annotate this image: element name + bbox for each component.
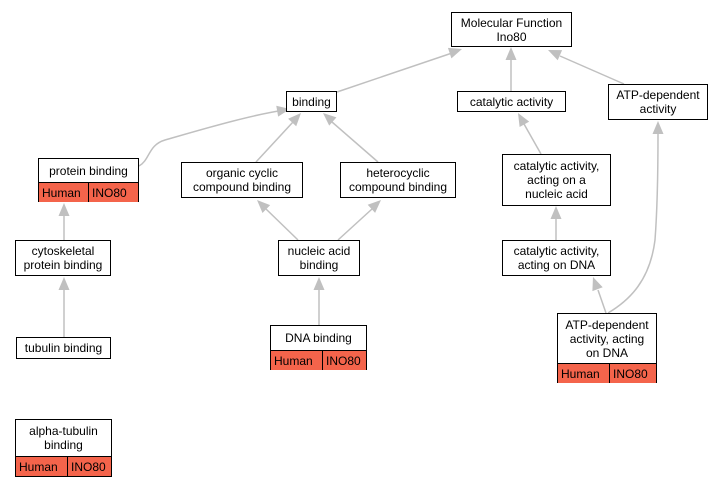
edge-atpdna-to-atpdep <box>607 133 659 314</box>
gene-cell[interactable]: INO80 <box>609 364 656 383</box>
node-catalytic-activity-dna[interactable]: catalytic activity, acting on DNA <box>502 240 611 276</box>
node-label: catalytic activity, acting on DNA <box>513 244 600 272</box>
annotation-row: Human INO80 <box>16 456 111 476</box>
node-label: heterocyclic compound binding <box>348 166 448 194</box>
node-label: catalytic activity <box>469 94 554 109</box>
edge-hetero-to-binding <box>331 121 379 163</box>
node-label: Molecular Function Ino80 <box>460 15 563 44</box>
node-dna-binding[interactable]: DNA binding Human INO80 <box>270 325 367 370</box>
node-label: catalytic activity, acting on a nucleic … <box>513 159 600 201</box>
gene-cell[interactable]: INO80 <box>88 183 138 202</box>
edge-tubulin-to-cyto-arrowhead <box>58 277 70 290</box>
node-label: alpha-tubulin binding <box>29 424 98 452</box>
node-binding[interactable]: binding <box>286 91 337 112</box>
node-heterocyclic-compound-binding[interactable]: heterocyclic compound binding <box>340 162 456 198</box>
edge-nucleic-to-organic-arrowhead <box>257 200 271 213</box>
node-label: cytoskeletal protein binding <box>23 244 103 272</box>
edge-atpdep-to-mf <box>559 55 625 85</box>
edge-nucleic-to-hetero <box>337 208 373 241</box>
node-label: DNA binding <box>285 331 352 345</box>
edge-cyto-to-protein-arrowhead <box>58 203 70 216</box>
node-label: binding <box>292 94 331 109</box>
species-cell[interactable]: Human <box>39 183 88 202</box>
annotation-row: Human INO80 <box>271 350 366 370</box>
node-molecular-function[interactable]: Molecular Function Ino80 <box>451 12 572 47</box>
species-cell[interactable]: Human <box>558 364 609 383</box>
node-label: ATP-dependent activity, acting on DNA <box>565 317 649 360</box>
node-label: nucleic acid binding <box>287 244 351 272</box>
node-catalytic-activity-nucleic-acid[interactable]: catalytic activity, acting on a nucleic … <box>502 154 611 206</box>
species-cell[interactable]: Human <box>271 351 322 370</box>
node-atp-dependent-activity-dna[interactable]: ATP-dependent activity, acting on DNA Hu… <box>557 313 657 383</box>
node-nucleic-acid-binding[interactable]: nucleic acid binding <box>278 240 360 276</box>
edge-atpdna-to-catdna-arrowhead <box>592 277 603 292</box>
edge-organic-to-binding <box>255 121 294 163</box>
edge-atpdna-to-atpdep-arrowhead <box>652 121 664 134</box>
edge-protein-to-binding <box>138 109 286 167</box>
species-cell[interactable]: Human <box>16 457 67 476</box>
edge-organic-to-binding-arrowhead <box>288 113 301 127</box>
node-alpha-tubulin-binding[interactable]: alpha-tubulin binding Human INO80 <box>15 419 112 477</box>
edge-catalytic-to-mf-arrowhead <box>505 47 517 60</box>
node-tubulin-binding[interactable]: tubulin binding <box>16 337 111 359</box>
node-label: ATP-dependent activity <box>616 88 700 116</box>
edge-catnucleic-to-catalytic-arrowhead <box>518 113 530 128</box>
node-protein-binding[interactable]: protein binding Human INO80 <box>38 158 139 202</box>
edge-catnucleic-to-catalytic <box>523 123 542 155</box>
edge-binding-to-mf-arrowhead <box>447 47 462 59</box>
node-label: protein binding <box>49 163 128 178</box>
edge-dna-to-nucleic-arrowhead <box>313 277 325 290</box>
edge-hetero-to-binding-arrowhead <box>323 113 337 126</box>
node-atp-dependent-activity[interactable]: ATP-dependent activity <box>608 84 708 120</box>
edge-atpdna-to-catdna <box>597 289 607 314</box>
node-organic-cyclic-compound-binding[interactable]: organic cyclic compound binding <box>181 162 303 198</box>
edge-binding-to-mf <box>336 50 459 93</box>
node-catalytic-activity[interactable]: catalytic activity <box>457 91 566 112</box>
node-cytoskeletal-protein-binding[interactable]: cytoskeletal protein binding <box>15 240 111 276</box>
edge-atpdep-to-mf-arrowhead <box>548 50 563 61</box>
edge-nucleic-to-hetero-arrowhead <box>367 200 381 213</box>
gene-cell[interactable]: INO80 <box>67 457 111 476</box>
annotation-row: Human INO80 <box>39 182 138 202</box>
gene-cell[interactable]: INO80 <box>322 351 366 370</box>
edge-nucleic-to-organic <box>265 208 299 241</box>
node-label: tubulin binding <box>24 341 103 355</box>
annotation-row: Human INO80 <box>558 363 656 383</box>
edge-catdna-to-catnucleic-arrowhead <box>550 206 562 219</box>
node-label: organic cyclic compound binding <box>192 166 292 194</box>
